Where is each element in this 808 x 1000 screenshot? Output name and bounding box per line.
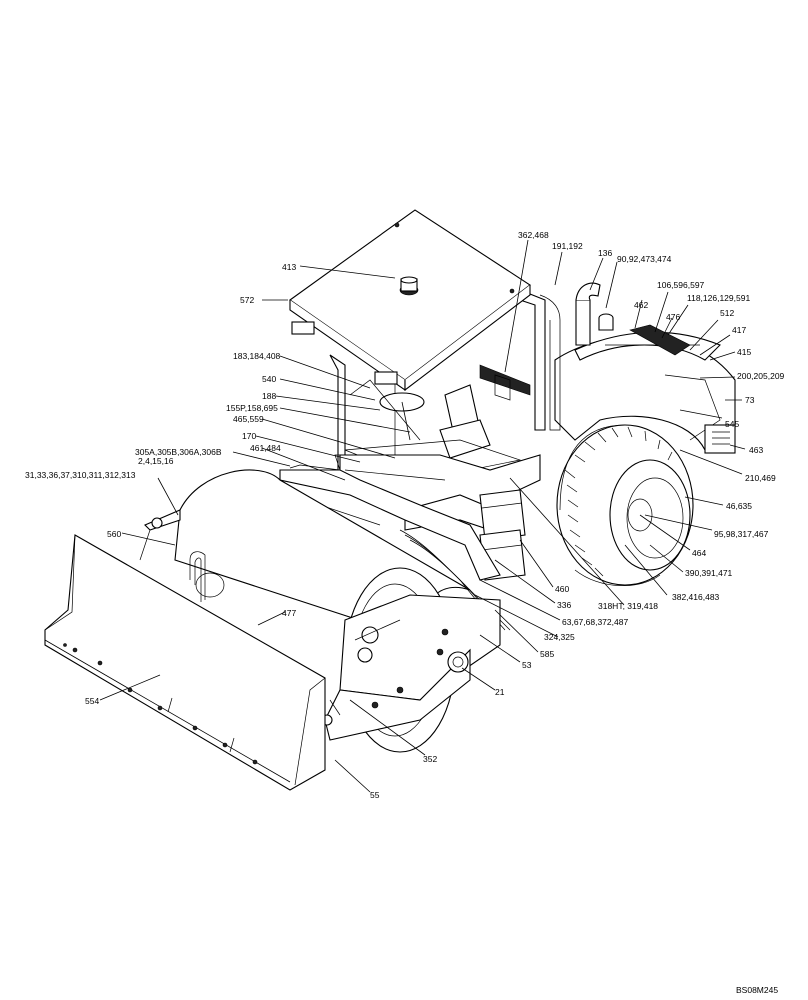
callout-106-596-597: 106,596,597 bbox=[657, 280, 705, 290]
rear-tire bbox=[556, 424, 694, 586]
drum-frame bbox=[321, 594, 501, 741]
callout-352: 352 bbox=[423, 754, 437, 764]
exhaust-pipe bbox=[575, 282, 614, 346]
callout-136: 136 bbox=[598, 248, 612, 258]
callout-55: 55 bbox=[370, 790, 380, 800]
callout-464: 464 bbox=[692, 548, 706, 558]
callout-476: 476 bbox=[666, 312, 680, 322]
callout-413: 413 bbox=[282, 262, 296, 272]
callout-460: 460 bbox=[555, 584, 569, 594]
callout-572: 572 bbox=[240, 295, 254, 305]
callout-463: 463 bbox=[749, 445, 763, 455]
callout-465-559: 465,559 bbox=[233, 414, 264, 424]
callout-560: 560 bbox=[107, 529, 121, 539]
callout-554: 554 bbox=[85, 696, 99, 706]
callout-31-33-36-37-310-311-312-313: 31,33,36,37,310,311,312,313 bbox=[25, 470, 136, 480]
callout-390-391-471: 390,391,471 bbox=[685, 568, 733, 578]
main-frame bbox=[279, 454, 541, 581]
drawing-code: BS08M245 bbox=[736, 985, 778, 995]
callout-73: 73 bbox=[745, 395, 755, 405]
callout-462: 462 bbox=[634, 300, 648, 310]
callout-95-98-317-467: 95,98,317,467 bbox=[714, 529, 769, 539]
callout-191-192: 191,192 bbox=[552, 241, 583, 251]
engine-hood bbox=[554, 324, 736, 454]
callout-585: 585 bbox=[540, 649, 554, 659]
soil-compactor-drawing bbox=[44, 209, 736, 791]
operator-station bbox=[334, 364, 531, 481]
callout-200-205-209: 200,205,209 bbox=[737, 371, 785, 381]
callout-90-92-473-474: 90,92,473,474 bbox=[617, 254, 672, 264]
dozer-blade bbox=[44, 509, 326, 791]
callout-21: 21 bbox=[495, 687, 505, 697]
callout-415: 415 bbox=[737, 347, 751, 357]
callout-170: 170 bbox=[242, 431, 256, 441]
callout-545: 545 bbox=[725, 419, 739, 429]
callout-63-67-68-372-487: 63,67,68,372,487 bbox=[562, 617, 628, 627]
callout-318ht-319-418: 318HT, 319,418 bbox=[598, 601, 658, 611]
callout-183-184-408: 183,184,408 bbox=[233, 351, 281, 361]
callout-46-635: 46,635 bbox=[726, 501, 752, 511]
callout-336: 336 bbox=[557, 600, 571, 610]
callout-382-416-483: 382,416,483 bbox=[672, 592, 720, 602]
callout-118-126-129-591: 118,126,129,591 bbox=[687, 293, 750, 303]
callout-2-4-15-16: 2,4,15,16 bbox=[138, 456, 174, 466]
callout-188: 188 bbox=[262, 391, 276, 401]
callout-477: 477 bbox=[282, 608, 296, 618]
callout-210-469: 210,469 bbox=[745, 473, 776, 483]
callout-324-325: 324,325 bbox=[544, 632, 575, 642]
callout-155p-158-695: 155P,158,695 bbox=[226, 403, 278, 413]
callout-417: 417 bbox=[732, 325, 746, 335]
callout-362-468: 362,468 bbox=[518, 230, 549, 240]
callout-512: 512 bbox=[720, 308, 734, 318]
canopy-roof bbox=[289, 209, 531, 392]
leader-lines bbox=[99, 239, 746, 793]
callout-53: 53 bbox=[522, 660, 532, 670]
callout-305a-305b-306a-306b: 305A,305B,306A,306B bbox=[135, 447, 222, 457]
callout-labels: 413 572 362,468 191,192 136 90,92,473,47… bbox=[25, 230, 785, 995]
callout-540: 540 bbox=[262, 374, 276, 384]
callout-461-484: 461,484 bbox=[250, 443, 281, 453]
